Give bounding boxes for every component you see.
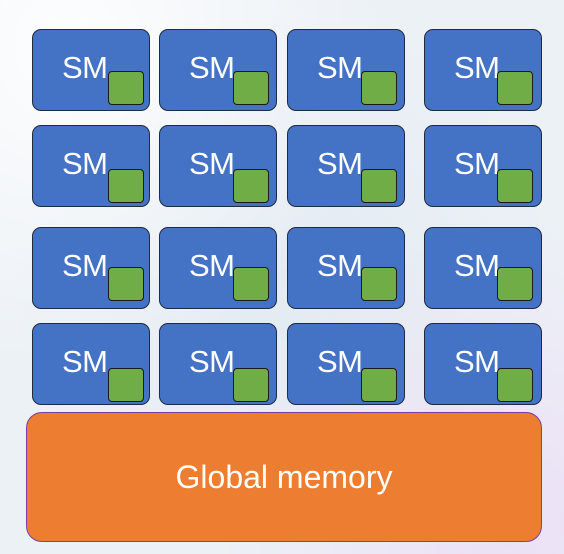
sm-label: SM	[189, 50, 235, 85]
sm-block: SM	[287, 125, 405, 207]
sm-label: SM	[317, 344, 363, 379]
sm-cache-square	[233, 267, 269, 301]
sm-cache-square	[361, 71, 397, 105]
sm-label: SM	[62, 344, 108, 379]
sm-label: SM	[62, 50, 108, 85]
sm-cache-square	[361, 267, 397, 301]
sm-cache-square	[108, 368, 144, 402]
sm-label: SM	[454, 146, 500, 181]
sm-cache-square	[361, 169, 397, 203]
global-memory-label: Global memory	[175, 458, 393, 495]
sm-label: SM	[189, 344, 235, 379]
sm-block: SM	[32, 125, 150, 207]
sm-label: SM	[317, 248, 363, 283]
sm-cache-square	[361, 368, 397, 402]
sm-block: SM	[159, 125, 277, 207]
sm-cache-square	[233, 368, 269, 402]
sm-cache-square	[108, 169, 144, 203]
sm-grid: SM SM SM SM SM SM SM SM SM SM SM SM SM SM SM SM	[32, 29, 542, 405]
sm-label: SM	[454, 50, 500, 85]
sm-block: SM	[424, 29, 542, 111]
sm-label: SM	[454, 344, 500, 379]
sm-label: SM	[189, 248, 235, 283]
sm-cache-square	[108, 267, 144, 301]
sm-block: SM	[32, 323, 150, 405]
sm-label: SM	[454, 248, 500, 283]
sm-cache-square	[497, 267, 533, 301]
sm-label: SM	[62, 146, 108, 181]
sm-cache-square	[233, 169, 269, 203]
sm-label: SM	[317, 50, 363, 85]
sm-cache-square	[108, 71, 144, 105]
sm-cache-square	[233, 71, 269, 105]
sm-label: SM	[62, 248, 108, 283]
sm-cache-square	[497, 71, 533, 105]
global-memory-block: Global memory	[26, 412, 542, 542]
sm-cache-square	[497, 169, 533, 203]
sm-label: SM	[317, 146, 363, 181]
sm-cache-square	[497, 368, 533, 402]
sm-label: SM	[189, 146, 235, 181]
